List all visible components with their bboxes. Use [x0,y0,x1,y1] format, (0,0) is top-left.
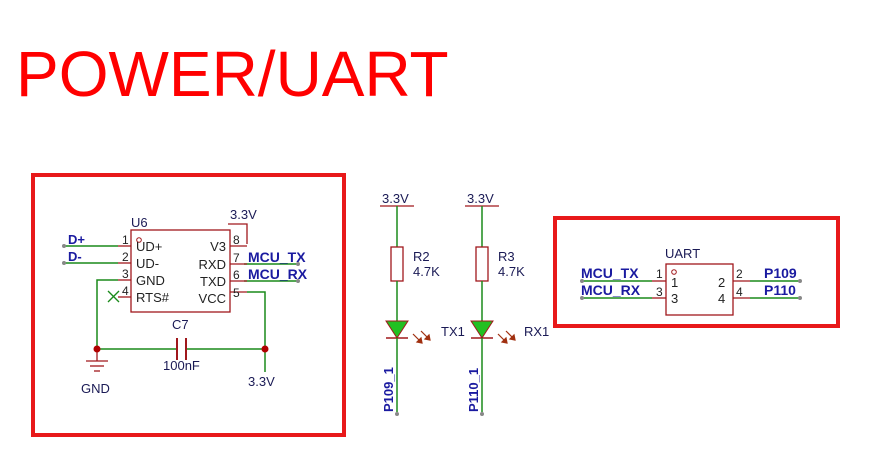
u6-pin-name: V3 [210,239,226,254]
u6-ref: U6 [131,215,148,230]
net-label-d-minus: D- [68,249,82,264]
u6-body [130,229,231,313]
c7-value: 100nF [163,358,200,373]
r3-led-branch: 3.3V R3 4.7K RX1 P110_1 [465,191,549,416]
tx1-label: TX1 [441,324,465,339]
power-section-frame [31,173,346,437]
led-light-arrows [497,330,516,344]
net-label-mcu-rx: MCU_RX [581,282,641,298]
u6-wires [64,245,298,372]
u6-pin-number: 2 [122,250,129,264]
u6-wire-endpoints [62,244,300,283]
power-label-3v3: 3.3V [230,207,257,222]
u6-block: U6 D+ D- 1 2 3 4 UD+ UD- GND RTS# V3 RXD… [62,207,308,396]
u6-pin-number: 4 [122,284,129,298]
no-connect-marker [107,290,120,303]
u6-pin-number: 3 [122,267,129,281]
r3-ref: R3 [498,249,515,264]
r2-ref: R2 [413,249,430,264]
junction-dot [93,345,101,353]
tx1-led [385,320,409,339]
u6-pin-number: 5 [233,286,240,300]
net-label-mcu-rx: MCU_RX [248,266,308,282]
u6-pin-name: UD- [136,256,159,271]
u6-pin-name: TXD [200,274,226,289]
led-light-arrows [412,330,431,344]
uart-pin-name: 2 [718,275,725,290]
u6-pin1-marker [136,237,142,243]
r2-value: 4.7K [413,264,440,279]
net-label-p110: P110 [764,282,796,298]
c7-symbol [176,338,187,360]
uart-section-frame [553,216,840,328]
net-label-mcu-tx: MCU_TX [248,249,306,265]
u6-pin-number: 6 [233,268,240,282]
rx1-label: RX1 [524,324,549,339]
u6-pin-name: GND [136,273,165,288]
net-label-p109: P109 [764,265,797,281]
u6-pin-name: VCC [199,291,226,306]
rx1-led [470,320,494,339]
u6-pin-stubs [118,245,247,298]
net-label-mcu-tx: MCU_TX [581,265,639,281]
net-label-p109-1: P109_1 [381,367,396,412]
u6-pin-number: 1 [122,233,129,247]
uart-pin-stubs [652,280,750,299]
uart-pin-name: 1 [671,275,678,290]
r3-resistor [475,246,489,282]
power-label-3v3: 3.3V [248,374,275,389]
uart-pin-name: 4 [718,291,725,306]
uart-pin-number: 2 [736,267,743,281]
net-label-d-plus: D+ [68,232,85,247]
u6-pin-name: RXD [199,257,226,272]
u6-pin-number: 8 [233,233,240,247]
u6-pin-name: UD+ [136,239,162,254]
power-label-3v3: 3.3V [382,191,409,206]
uart-connector-block: UART MCU_TX MCU_RX 1 3 1 3 2 4 2 4 P109 … [580,246,802,316]
page-title: POWER/UART [16,38,449,110]
u6-pin-number: 7 [233,251,240,265]
uart-pin-number: 3 [656,285,663,299]
uart-ref: UART [665,246,700,261]
net-label-p110-1: P110_1 [466,368,481,412]
r2-led-branch: 3.3V R2 4.7K TX1 P109_1 [380,191,465,416]
uart-connector-body [665,263,734,316]
r2-resistor [390,246,404,282]
c7-ref: C7 [172,317,189,332]
uart-pin-number: 4 [736,285,743,299]
uart-pin-name: 3 [671,291,678,306]
junction-dot [261,345,269,353]
power-label-3v3: 3.3V [467,191,494,206]
u6-pin-name: RTS# [136,290,170,305]
r3-value: 4.7K [498,264,525,279]
uart-wires [582,280,800,299]
gnd-label: GND [81,381,110,396]
uart-pin-number: 1 [656,267,663,281]
